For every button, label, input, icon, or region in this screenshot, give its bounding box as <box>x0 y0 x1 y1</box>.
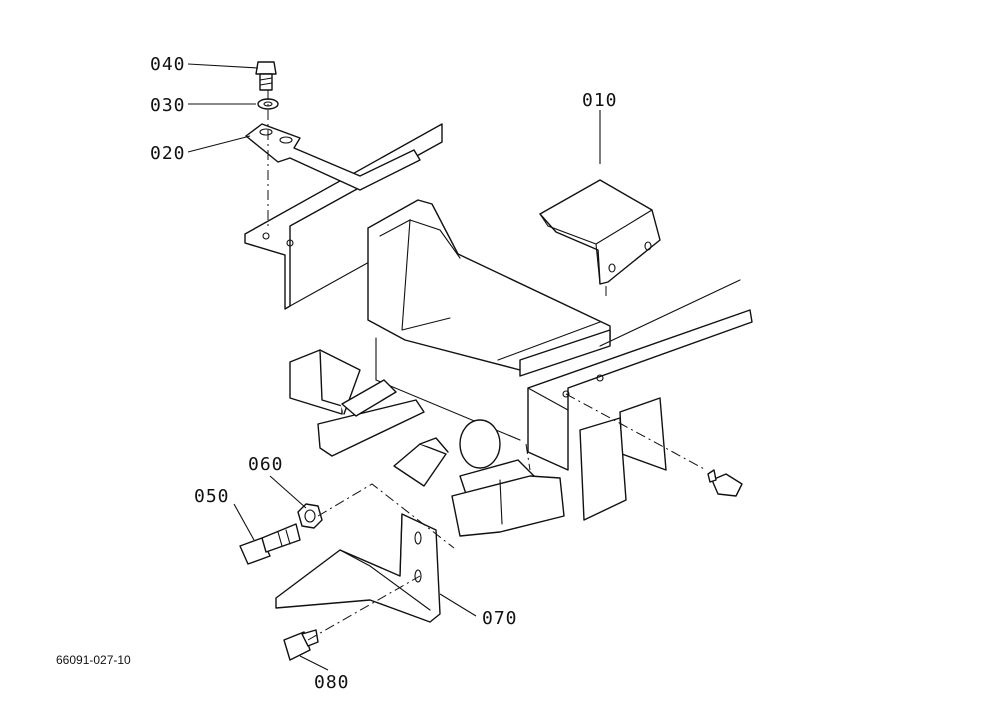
callout-070: 070 <box>482 608 518 629</box>
part-050-bolt <box>239 523 301 565</box>
callout-050: 050 <box>194 486 230 507</box>
callout-080: 080 <box>314 672 350 693</box>
right-frame-rail <box>497 279 753 521</box>
left-frame-rail <box>244 123 443 310</box>
callout-010: 010 <box>582 90 618 111</box>
callout-030: 030 <box>150 95 186 116</box>
part-070-l-bracket <box>275 513 441 623</box>
rubber-mount <box>451 419 565 537</box>
part-080-bolt <box>283 629 319 661</box>
leader-lines <box>187 63 601 671</box>
part-020-rod <box>245 123 421 191</box>
callout-020: 020 <box>150 143 186 164</box>
part-060-nut <box>297 503 323 529</box>
callout-060: 060 <box>248 454 284 475</box>
drawing-code: 66091-027-10 <box>56 653 131 667</box>
right-frame-bolt <box>707 469 743 497</box>
part-040-bolt <box>255 61 277 91</box>
left-lower-bracket <box>289 349 449 487</box>
center-bracket <box>367 199 611 441</box>
callout-040: 040 <box>150 54 186 75</box>
part-010-u-bracket <box>539 179 661 285</box>
assembly-center-lines <box>267 90 707 641</box>
